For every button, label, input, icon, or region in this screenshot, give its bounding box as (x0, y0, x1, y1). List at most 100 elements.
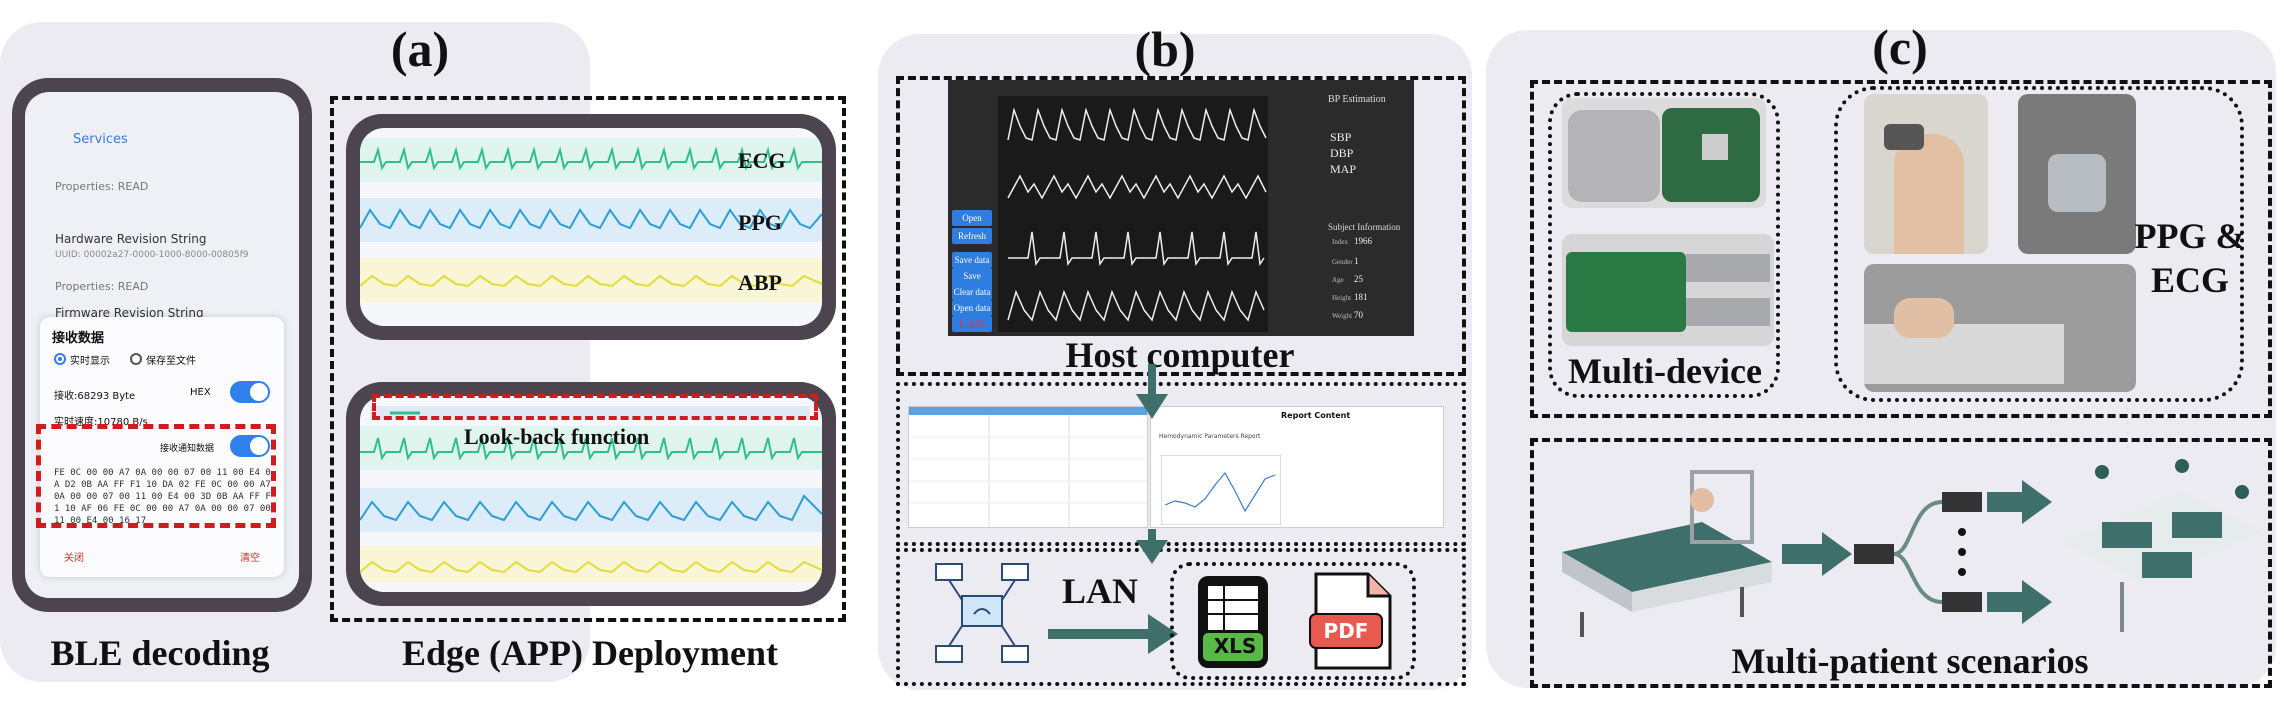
abp-wave (360, 560, 822, 574)
abp2-trace (1007, 289, 1265, 322)
hex-highlight-box (36, 424, 276, 528)
arrows-b (1048, 364, 1178, 654)
finger-ppg-photo (1864, 94, 1988, 254)
host-computer-caption: Host computer (1065, 335, 1295, 375)
ble-phone-screen: Services Properties: READ Hardware Revis… (25, 92, 299, 598)
list-line: UUID: 00002a27-0000-1000-8000-00805f9 (55, 250, 249, 260)
notify-toggle[interactable] (230, 435, 270, 457)
clear-button[interactable]: 清空 (240, 553, 260, 564)
report-table (908, 406, 1148, 528)
subject-weight-value: 70 (1354, 310, 1363, 320)
device-photo-bottom (1562, 234, 1774, 346)
report-chart (1161, 455, 1281, 525)
host-software-window: Open Refresh Save data Save figure Clear… (948, 80, 1414, 336)
services-title: Services (73, 132, 128, 147)
hospital-bed (1562, 470, 1772, 637)
ble-phone: Services Properties: READ Hardware Revis… (12, 78, 312, 612)
table-grid (909, 415, 1147, 527)
pdf-label: PDF (1323, 619, 1369, 643)
report-line (1164, 471, 1276, 513)
hex-label: HEX (190, 387, 211, 398)
radio-realtime[interactable] (54, 353, 66, 365)
multi-device-caption: Multi-device (1568, 351, 1762, 391)
save-data-button[interactable]: Save data (952, 252, 992, 268)
app-top-waveforms (360, 138, 822, 302)
list-line: Firmware Revision String (55, 306, 204, 320)
list-line: Properties: READ (55, 280, 149, 293)
subject-height-label: Height (1332, 294, 1352, 302)
connector-left (1854, 544, 1894, 564)
refresh-button[interactable]: Refresh (952, 228, 992, 244)
export-box (1170, 562, 1416, 680)
lan-network-icon (935, 563, 1029, 663)
open-data-button[interactable]: Open data (952, 300, 992, 316)
ecg-wave (360, 437, 822, 461)
radio-realtime-label: 实时显示 (70, 356, 110, 367)
report-box (896, 382, 1466, 546)
close-button[interactable]: 关闭 (64, 553, 84, 564)
dialog-title: 接收数据 (52, 331, 105, 346)
subject-index-label: Index (1332, 238, 1348, 246)
dot (1958, 548, 1966, 556)
arrow-bottom (1987, 580, 2052, 624)
ppg-trace (1007, 174, 1267, 200)
host-computer-box (896, 76, 1466, 376)
radio-save-label: 保存至文件 (146, 356, 196, 367)
panel-b-label: (b) (1134, 21, 1196, 77)
subject-title: Subject Information (1328, 222, 1401, 232)
chest-ecg-photo (2018, 94, 2136, 254)
subject-age-value: 25 (1354, 274, 1363, 284)
app-phone-bottom-screen: Look-back function (360, 396, 822, 592)
lookback-highlight-box (372, 394, 818, 420)
ble-decoding-caption: BLE decoding (50, 633, 270, 673)
xls-file-icon (1198, 576, 1268, 668)
arm (1864, 324, 2064, 384)
hand (1894, 298, 1954, 338)
scenario-illustration (1562, 459, 2262, 637)
wearing-both-photo (1864, 264, 2136, 392)
speed-text: 实时速度:10780 B/s (54, 417, 148, 428)
abp-wave (360, 274, 822, 288)
ppg-wave (360, 208, 822, 230)
subject-index-value: 1966 (1354, 236, 1372, 246)
table-header (909, 407, 1147, 415)
subject-height-value: 181 (1354, 292, 1368, 302)
panel-c-label: (c) (1872, 19, 1928, 75)
ppg-band (360, 488, 822, 532)
app-phone-top-screen: ECG PPG ABP (360, 128, 822, 326)
radio-save[interactable] (130, 353, 142, 365)
multi-device-box (1548, 92, 1780, 398)
subject-gender-label: Gender (1332, 258, 1353, 266)
bp-map-label: MAP (1330, 162, 1357, 176)
ecg-wave (360, 146, 822, 171)
report-title: Report Content (1281, 411, 1351, 420)
clear-data-button[interactable]: Clear data (952, 284, 992, 300)
usb-connector-bottom (1686, 298, 1770, 326)
connector-split (1893, 500, 1943, 604)
hex-toggle[interactable] (230, 381, 270, 403)
abp-band (360, 258, 822, 302)
edge-deployment-caption: Edge (APP) Deployment (402, 633, 778, 673)
bp-title: BP Estimation (1328, 94, 1386, 105)
open-button[interactable]: Open (952, 210, 992, 226)
received-bytes: 接收:68293 Byte (54, 391, 136, 402)
notify-label: 接收通知数据 (160, 444, 215, 454)
lookback-label: Look-back function (464, 424, 650, 449)
report-subtitle: Hemodynamic Parameters Report (1159, 433, 1261, 440)
device-chip (1702, 134, 1728, 160)
lan-button[interactable]: LAN (952, 316, 992, 332)
abp-label: ABP (738, 270, 782, 295)
arrow-top (1987, 480, 2052, 524)
device-box (1530, 80, 2272, 418)
chest-device (2048, 154, 2106, 212)
ecg-label: ECG (738, 148, 786, 173)
lan-caption: LAN (1061, 571, 1138, 611)
pdf-file-icon (1309, 572, 1392, 670)
receive-dialog: 接收数据 实时显示 保存至文件 接收:68293 Byte HEX 实时速度:1… (40, 317, 284, 577)
scenario-box (1530, 438, 2272, 688)
wearing-box (1834, 86, 2244, 402)
plot-area (998, 96, 1268, 332)
ecg-trace (1008, 231, 1265, 267)
ppg-ecg-caption: PPG & ECG (2130, 214, 2250, 302)
subject-gender-value: 1 (1354, 256, 1359, 266)
